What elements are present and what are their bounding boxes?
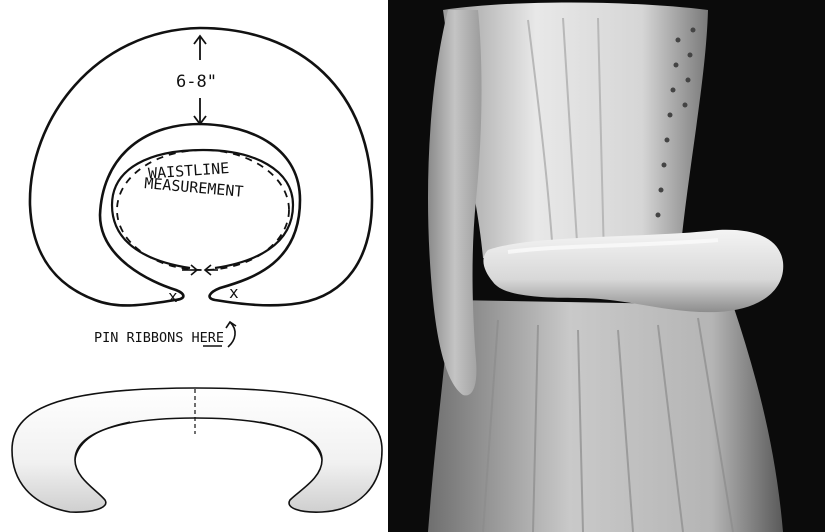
pattern-sketch-panel: 6-8" WAISTLINE MEASUREMENT x x PIN RIBBO… [0,0,388,532]
x-mark-right: x [229,283,239,302]
bum-roll [483,230,783,312]
arm [428,10,482,395]
photo-illustration [388,0,825,532]
measurement-label: MEASUREMENT [144,174,245,201]
padded-roll-illustration [12,388,382,512]
x-mark-left: x [168,287,178,306]
bumroll-pattern-drawing: 6-8" WAISTLINE MEASUREMENT x x PIN RIBBO… [0,0,388,532]
petticoat-skirt [428,300,783,532]
ribbon-note: PIN RIBBONS HERE [94,330,224,346]
gap-measurement-label: 6-8" [176,72,217,92]
bumroll-photo [388,0,825,532]
ribbon-pointer-arrow [228,322,235,347]
